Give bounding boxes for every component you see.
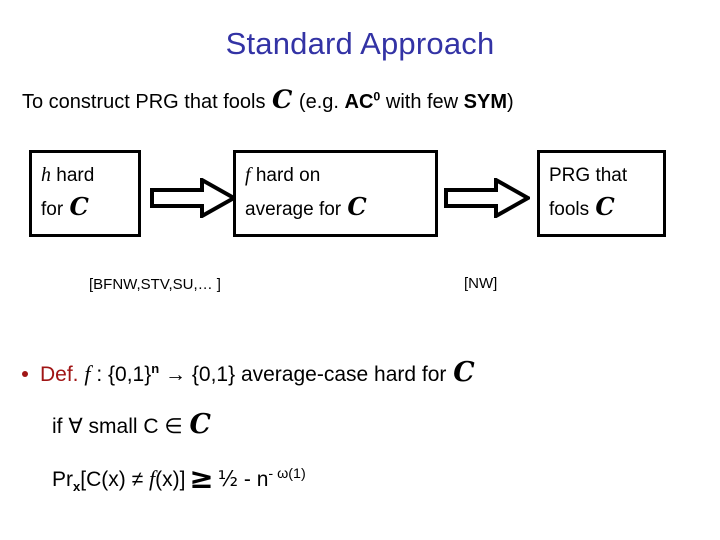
definition-tail: average-case hard for: [235, 363, 453, 386]
prg-box-line1: PRG that: [549, 160, 663, 191]
citation-right: [NW]: [464, 275, 498, 292]
subtitle-prefix: To construct PRG that fools: [22, 91, 271, 113]
fools-text: fools: [549, 199, 595, 220]
f-hard-box-line2: average for C: [245, 191, 435, 222]
subtitle-line: To construct PRG that fools C (e.g. AC0 …: [22, 85, 712, 115]
page-title: Standard Approach: [225, 26, 495, 61]
subtitle-middle: with few: [380, 91, 464, 113]
prg-box: PRG that fools C: [537, 150, 666, 237]
complexity-class-symbol: C: [347, 192, 367, 221]
ac-label: AC: [344, 91, 374, 113]
subtitle-paren-open: (e.g.: [293, 91, 345, 113]
h-hard-box-line1: h hard: [41, 160, 138, 191]
pr-subscript: x: [73, 479, 81, 495]
definition-if-line: if ∀ small C ∈ C: [52, 409, 212, 440]
for-text: for: [41, 199, 69, 220]
complexity-class-symbol: C: [69, 192, 89, 221]
complexity-class-symbol: C: [272, 85, 293, 115]
arrow-hard-to-average: [150, 178, 236, 218]
definition-domain-superscript: n: [151, 361, 160, 376]
definition-keyword: Def.: [40, 363, 79, 386]
f-hard-text: hard on: [250, 165, 321, 186]
f-hard-on-average-box: f hard on average for C: [233, 150, 438, 237]
definition-colon: :: [90, 363, 109, 386]
one-half-value: ½: [217, 467, 239, 491]
h-hard-text: hard: [50, 165, 95, 186]
definition-probability-line: Prx[C(x) ≠ f(x)]≥½ - n- ω(1): [52, 461, 306, 495]
sym-label: SYM: [463, 91, 508, 113]
minus-sign: -: [238, 468, 257, 491]
f-variable: f: [245, 164, 251, 186]
n-exponent: - ω(1): [268, 466, 306, 482]
greater-equal-symbol: ≥: [189, 461, 214, 495]
n-base: n: [256, 468, 269, 491]
bullet-icon: [22, 370, 28, 377]
pr-body-close: (x)]: [155, 468, 186, 491]
complexity-class-symbol: C: [189, 409, 211, 440]
subtitle-paren-close: ): [507, 91, 514, 113]
pr-operator: Pr: [52, 468, 73, 491]
definition-bullet-line: Def. f : {0,1}n → {0,1} average-case har…: [22, 357, 476, 388]
flow-diagram: h hard for C f hard on average for C PRG…: [0, 150, 720, 240]
h-hard-box-line2: for C: [41, 191, 138, 222]
h-variable: h: [41, 164, 51, 186]
complexity-class-symbol: C: [453, 357, 475, 388]
prg-that-text: PRG that: [549, 165, 628, 186]
citation-left: [BFNW,STV,SU,… ]: [89, 276, 221, 293]
prg-box-line2: fools C: [549, 191, 663, 222]
average-for-text: average for: [245, 199, 347, 220]
h-hard-box: h hard for C: [29, 150, 141, 237]
f-variable: f: [148, 466, 156, 491]
definition-codomain: {0,1}: [191, 363, 236, 386]
f-variable: f: [84, 361, 91, 386]
definition-domain: {0,1}: [108, 363, 152, 386]
complexity-class-symbol: C: [595, 192, 615, 221]
definition-arrow: →: [159, 363, 192, 386]
ac-superscript: 0: [373, 89, 381, 104]
pr-body-open: [C(x) ≠: [80, 468, 149, 491]
arrow-average-to-prg: [444, 178, 530, 218]
if-prefix-text: if ∀ small C ∈: [52, 415, 189, 438]
f-hard-box-line1: f hard on: [245, 160, 435, 191]
